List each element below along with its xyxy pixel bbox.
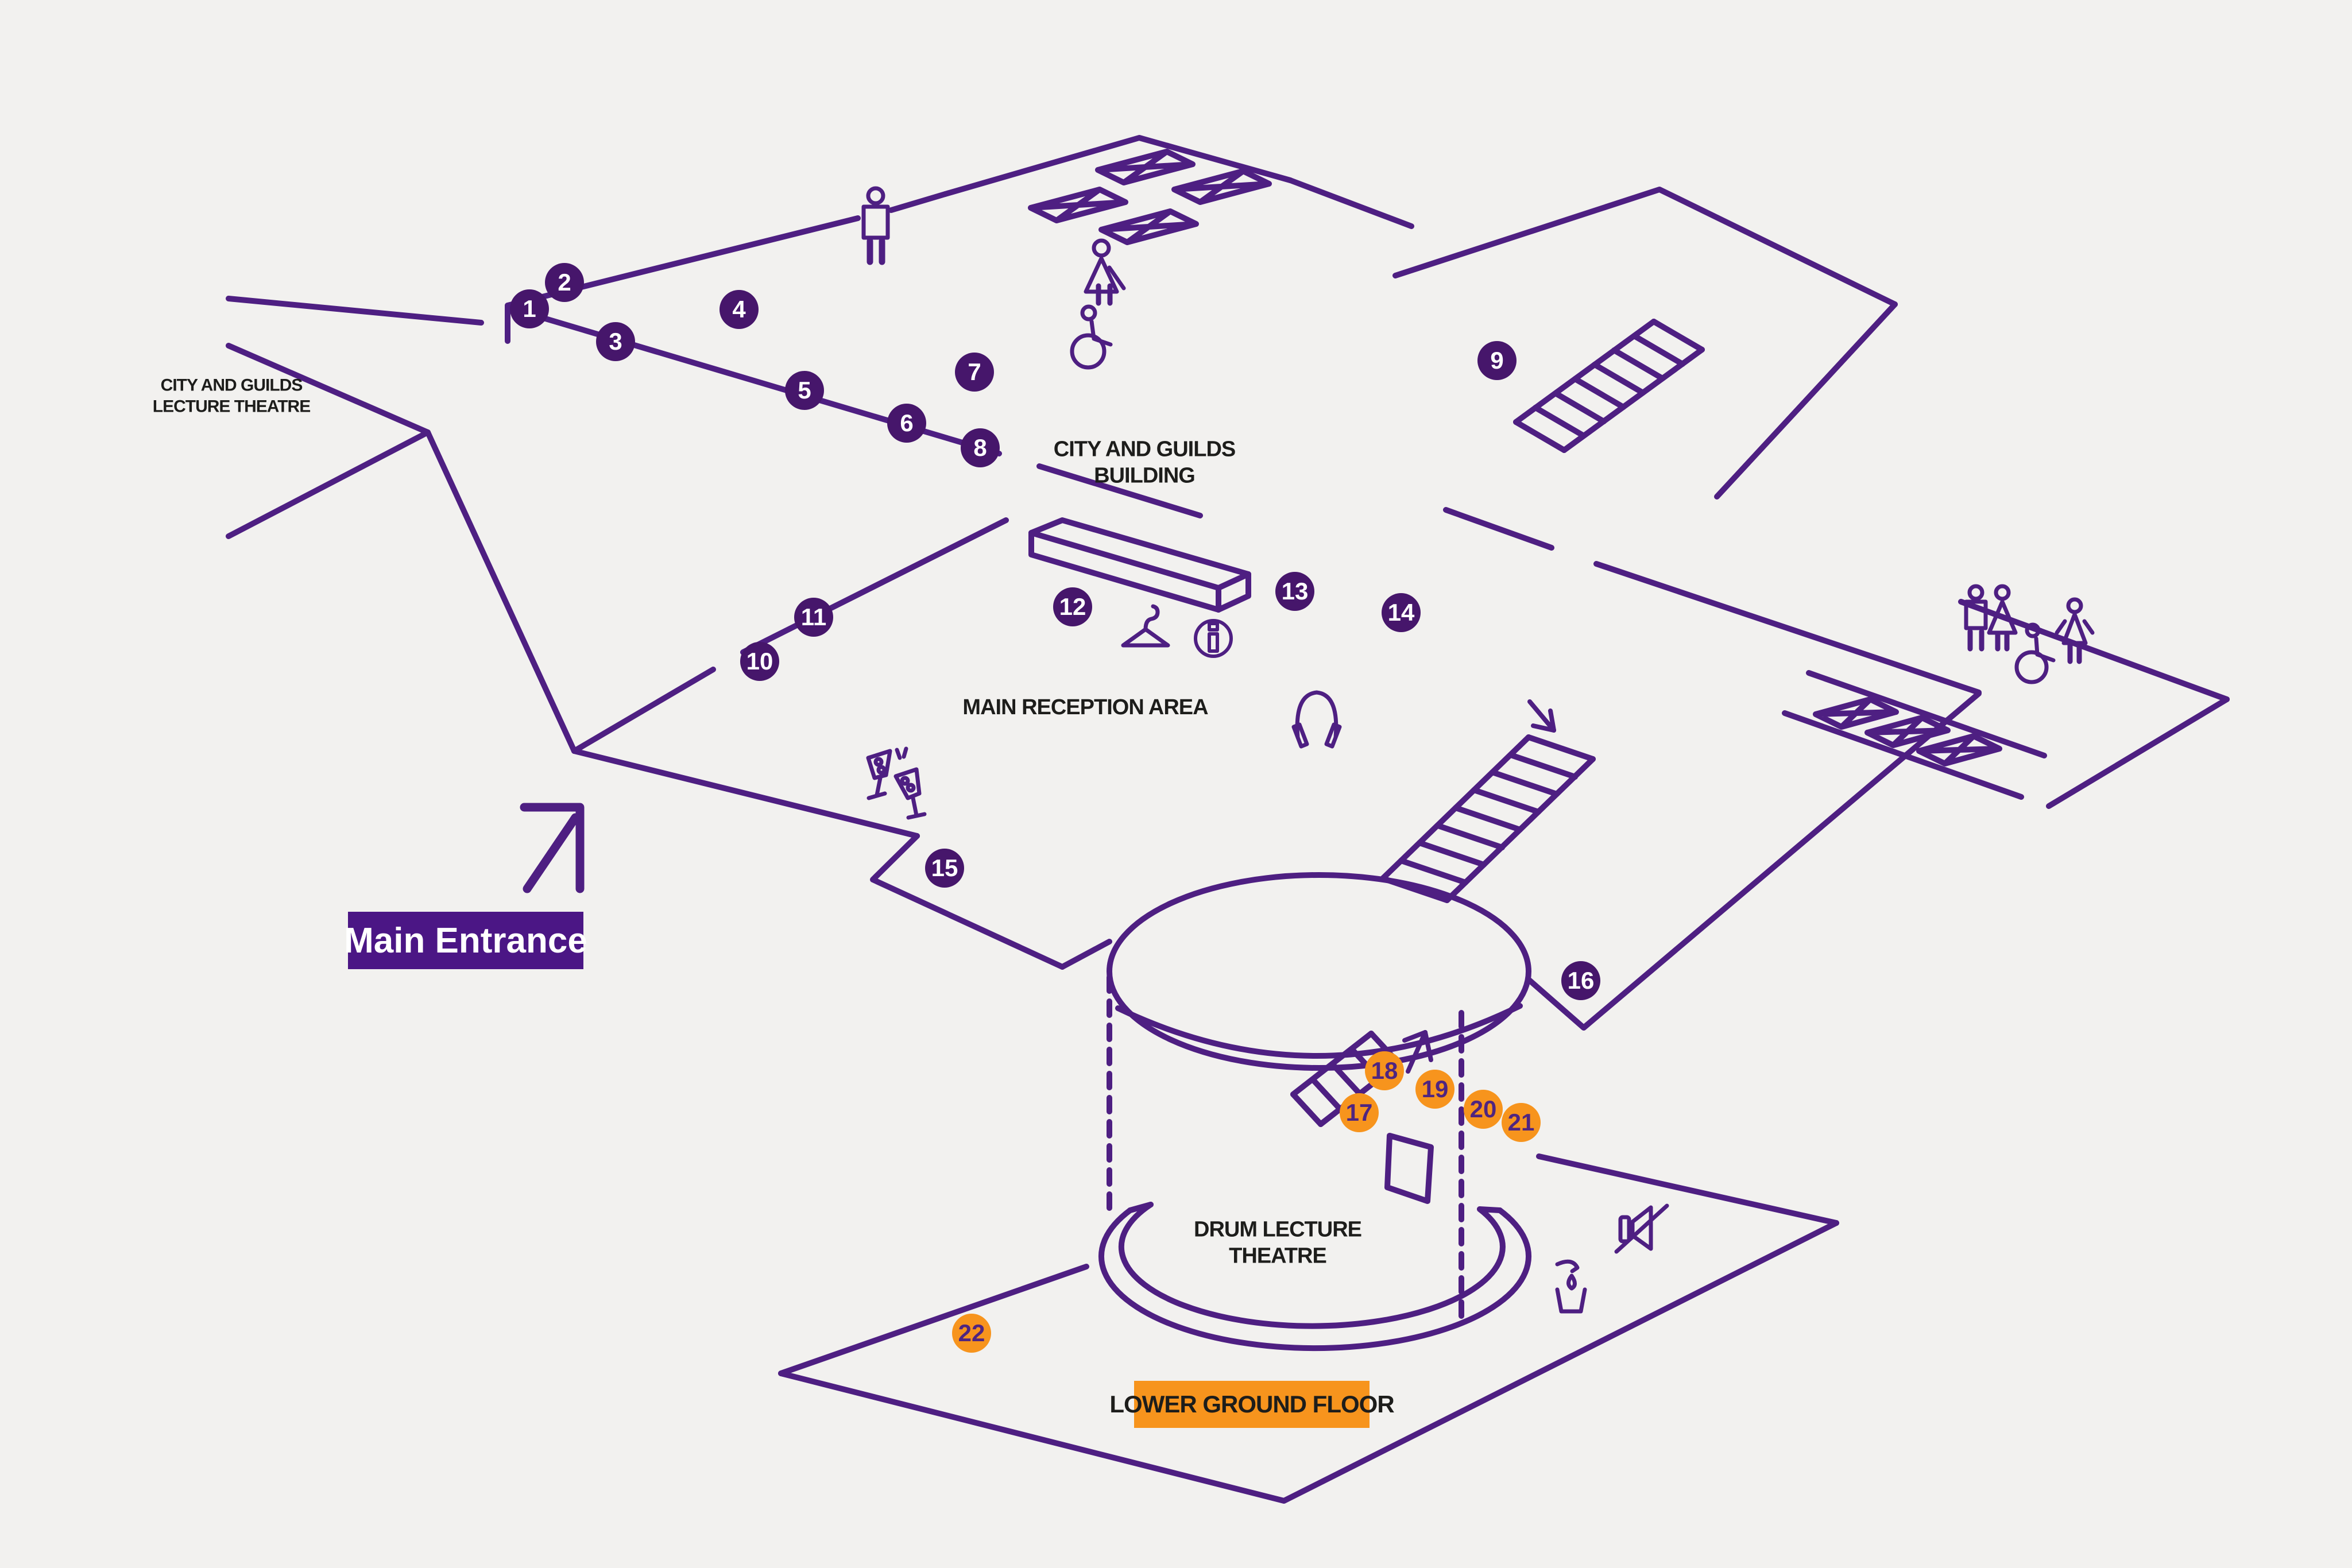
map-marker-4: 4 bbox=[719, 290, 759, 329]
queue-figures-icon bbox=[1070, 238, 1126, 370]
map-marker-2: 2 bbox=[545, 263, 584, 302]
area-label-drum: DRUM LECTURE THEATRE bbox=[1194, 1217, 1362, 1268]
map-marker-5: 5 bbox=[785, 371, 824, 410]
map-marker-7: 7 bbox=[955, 353, 994, 392]
ground-floor-walls bbox=[226, 135, 2230, 1031]
drum-arrow-icon bbox=[1402, 1030, 1433, 1074]
drinking-water-icon bbox=[1555, 1259, 1587, 1314]
map-marker-17: 17 bbox=[1340, 1093, 1379, 1132]
area-label-building: CITY AND GUILDS BUILDING bbox=[1053, 437, 1236, 488]
lower-ground-floor-plate bbox=[778, 1153, 1839, 1504]
map-marker-21: 21 bbox=[1502, 1103, 1541, 1142]
stairs-upper-icon bbox=[1513, 319, 1705, 453]
map-marker-10: 10 bbox=[740, 642, 779, 681]
map-marker-16: 16 bbox=[1561, 961, 1600, 1000]
map-marker-9: 9 bbox=[1477, 341, 1517, 380]
map-marker-13: 13 bbox=[1275, 572, 1314, 611]
lift-bank-right-icon bbox=[1813, 696, 2002, 766]
lower-ground-floor-banner: LOWER GROUND FLOOR bbox=[1109, 1381, 1395, 1428]
map-marker-11: 11 bbox=[794, 598, 833, 637]
map-marker-1: 1 bbox=[510, 289, 549, 328]
map-marker-22: 22 bbox=[952, 1314, 991, 1353]
main-entrance-banner: Main Entrance bbox=[344, 912, 587, 969]
map-marker-8: 8 bbox=[961, 428, 1000, 467]
headphones-icon bbox=[1291, 690, 1342, 749]
map-marker-19: 19 bbox=[1415, 1070, 1454, 1109]
map-marker-15: 15 bbox=[925, 849, 964, 888]
area-label-lecture-theatre: CITY AND GUILDS LECTURE THEATRE bbox=[152, 375, 311, 416]
area-label-reception: MAIN RECEPTION AREA bbox=[962, 695, 1208, 719]
map-marker-6: 6 bbox=[887, 404, 926, 443]
map-marker-12: 12 bbox=[1053, 587, 1092, 626]
entrance-arrow-icon bbox=[520, 803, 585, 893]
direction-arrow-icon bbox=[1527, 699, 1556, 733]
map-marker-18: 18 bbox=[1365, 1051, 1404, 1090]
information-icon bbox=[1194, 619, 1233, 658]
map-marker-14: 14 bbox=[1382, 593, 1421, 632]
map-marker-20: 20 bbox=[1464, 1090, 1503, 1129]
coat-hanger-icon bbox=[1121, 604, 1170, 648]
male-figure-icon bbox=[861, 186, 890, 265]
stairs-central-icon bbox=[1380, 734, 1596, 903]
toilet-figures-icon bbox=[1964, 584, 2095, 684]
drinks-icon bbox=[866, 746, 927, 820]
lift-bank-top-icon bbox=[1028, 149, 1272, 245]
quiet-icon bbox=[1614, 1203, 1669, 1254]
map-marker-3: 3 bbox=[596, 322, 635, 361]
